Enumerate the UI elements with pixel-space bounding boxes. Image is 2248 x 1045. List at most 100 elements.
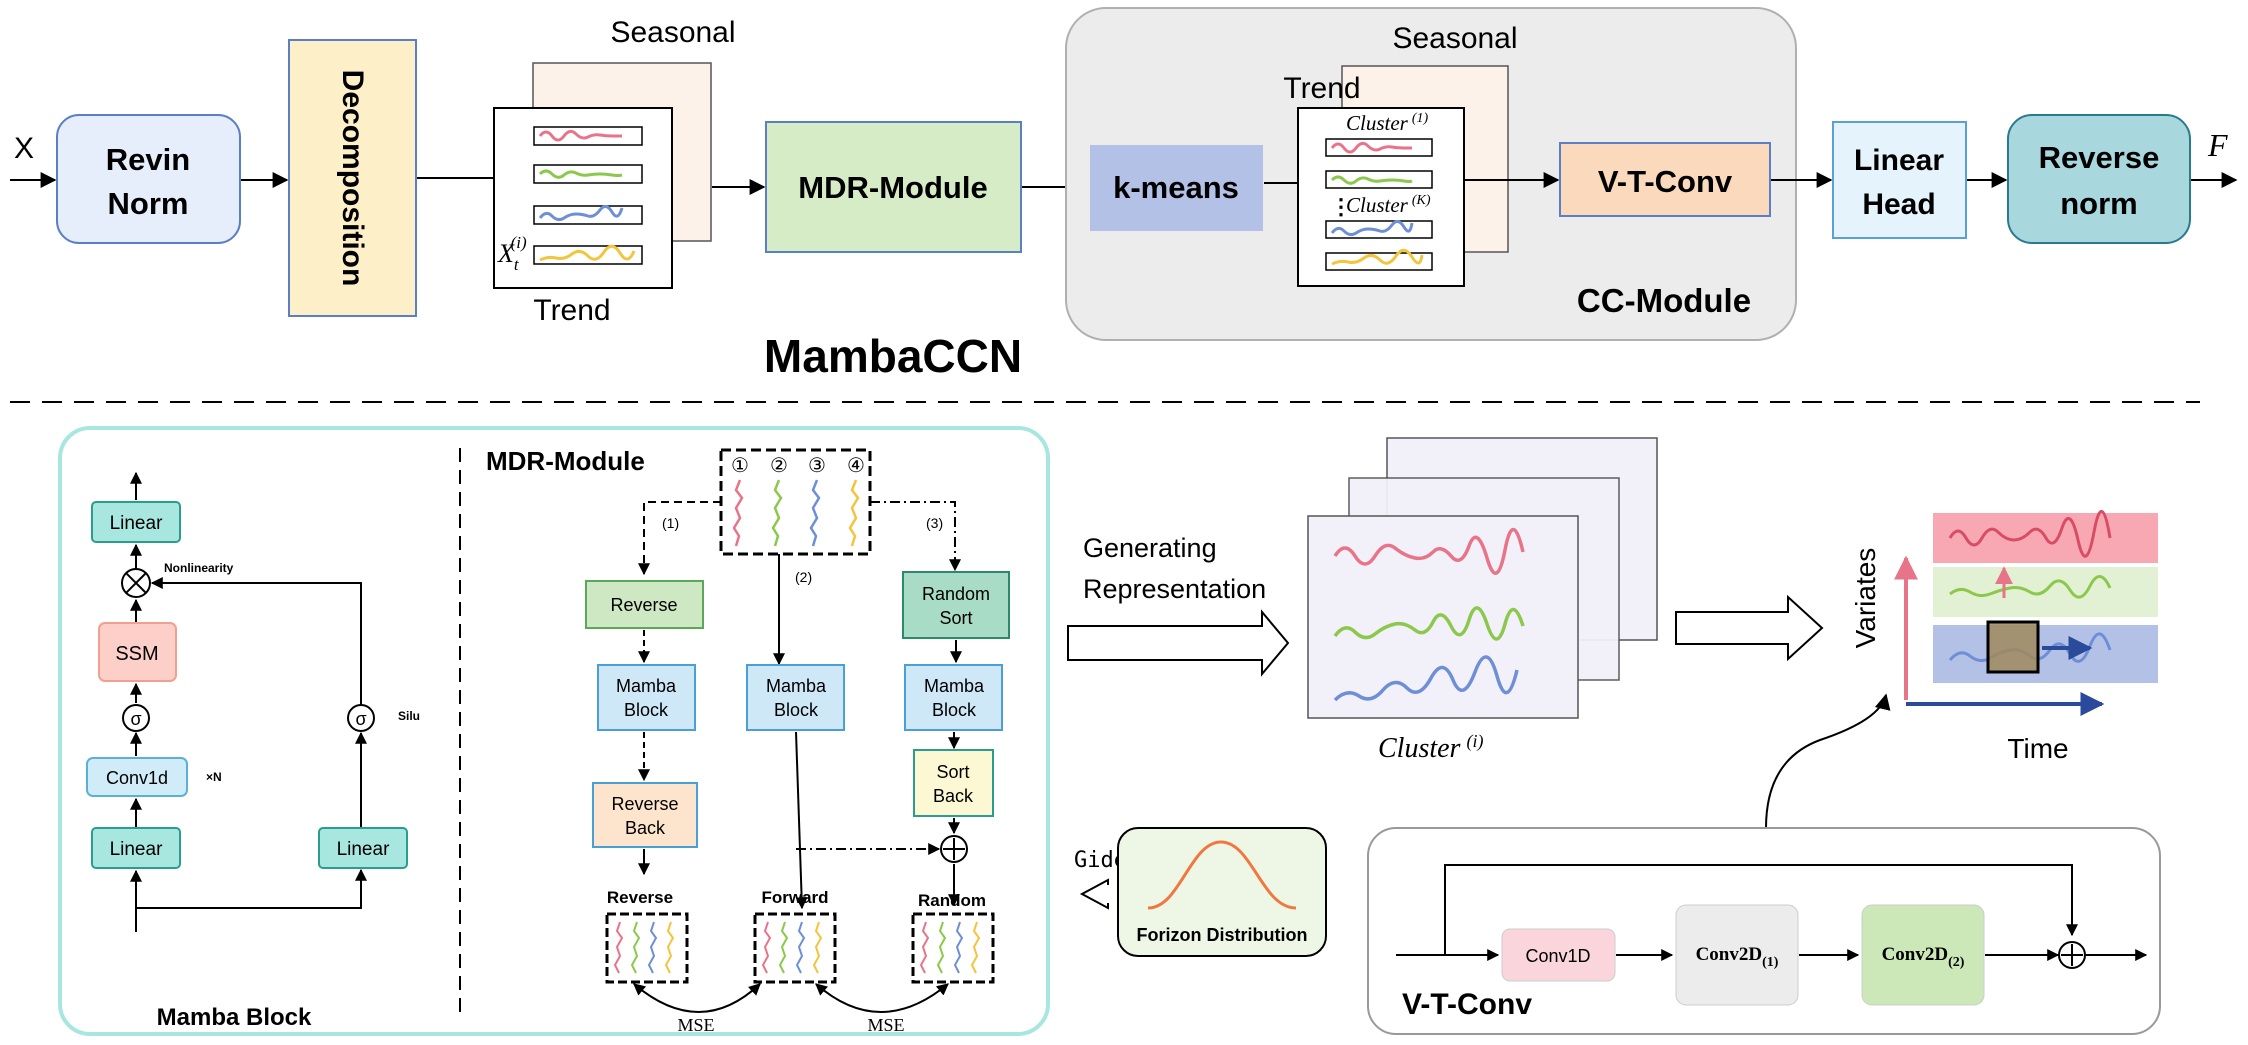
xt-label: Xt(i)	[497, 233, 527, 274]
random-sort-label-2: Sort	[939, 608, 972, 628]
cc-seasonal-label: Seasonal	[1392, 22, 1517, 55]
path-1-label: (1)	[662, 515, 679, 531]
mdr-input-sequences: ① ② ③ ④	[719, 448, 872, 556]
path-2-label: (2)	[795, 569, 812, 585]
gide-hollow-arrow	[1079, 878, 1111, 910]
circle-3: ③	[808, 455, 826, 477]
mdr-module-box[interactable]: MDR-Module	[765, 121, 1022, 253]
mamba-block-reverse[interactable]: Mamba Block	[597, 664, 696, 731]
vt-conv2d-2-box[interactable]: Conv2D(2)	[1861, 904, 1985, 1006]
cluster-ellipsis: ⋮	[1330, 194, 1352, 219]
revin-label: Revin	[106, 142, 190, 177]
vt-conv2d-1-box[interactable]: Conv2D(1)	[1675, 904, 1799, 1006]
reverse-norm-box[interactable]: Reverse norm	[2007, 114, 2191, 244]
ssm-box[interactable]: SSM	[98, 622, 177, 682]
path-3-line	[870, 501, 961, 572]
vt-add-node	[2058, 941, 2086, 969]
sigma-left-node: σ	[122, 704, 150, 732]
mamba-conv1d-box[interactable]: Conv1d	[86, 757, 188, 797]
forward-down-arrow	[795, 731, 808, 910]
multiply-node	[121, 568, 151, 598]
cc-module-label: CC-Module	[1577, 282, 1751, 319]
head-label: Head	[1862, 188, 1935, 221]
out-reverse-label: Reverse	[607, 888, 673, 907]
mamba-linear-right[interactable]: Linear	[318, 827, 408, 869]
mamba-linear-left-label: Linear	[110, 839, 163, 860]
gate-path	[150, 577, 362, 706]
silu-label: Silu	[398, 709, 420, 723]
residual-path	[1444, 864, 2078, 955]
out-random-label: Random	[918, 891, 986, 910]
input-x-label: X	[14, 132, 34, 165]
variate-rows	[1933, 509, 2158, 683]
reverse-label: Reverse	[2039, 140, 2160, 175]
mamba-block-forward[interactable]: Mamba Block	[746, 664, 845, 731]
time-label: Time	[2007, 733, 2068, 764]
reverse-back-l2: Back	[625, 818, 666, 838]
out-forward-seq	[753, 912, 837, 984]
mse-arc-2	[815, 983, 949, 1013]
mamba-conv1d-label: Conv1d	[106, 768, 168, 788]
mamba-block-fwd-l1: Mamba	[766, 676, 827, 696]
revin-norm-box[interactable]: Revin Norm	[56, 114, 241, 244]
circle-2: ②	[770, 455, 788, 477]
vt-conv2d-2-label: Conv2D(2)	[1882, 944, 1965, 970]
mse-label-1: MSE	[677, 1015, 714, 1035]
random-sort-box[interactable]: Random Sort	[902, 571, 1010, 639]
random-sort-label-1: Random	[922, 584, 990, 604]
cc-trend-label: Trend	[1283, 72, 1360, 105]
variates-label: Variates	[1850, 548, 1881, 649]
out-random-seq	[911, 912, 995, 984]
vt-conv1d-box[interactable]: Conv1D	[1501, 928, 1616, 982]
vtconv-up-curve	[1765, 693, 1891, 829]
sigma-left-label: σ	[130, 709, 141, 729]
generating-label-1: Generating	[1083, 533, 1217, 563]
mamba-linear-top[interactable]: Linear	[91, 501, 181, 543]
sort-back-l2: Back	[933, 786, 974, 806]
vt-conv-label: V-T-Conv	[1598, 164, 1733, 199]
vt-conv2d-1-label: Conv2D(1)	[1696, 944, 1779, 970]
out-forward-label: Forward	[761, 888, 828, 907]
gide-arrow-body-fill	[1106, 885, 1112, 903]
mamba-block-fwd-l2: Block	[774, 700, 819, 720]
out-reverse-seq	[605, 912, 689, 984]
mdr-detail-container	[58, 426, 1050, 1036]
cluster-i-label: Cluster(i)	[1378, 731, 1483, 764]
decomposition-box[interactable]: Decomposition	[288, 39, 417, 317]
sort-back-box[interactable]: Sort Back	[913, 749, 994, 817]
generating-label-2: Representation	[1083, 574, 1266, 604]
forizon-distribution-box[interactable]: Forizon Distribution	[1117, 827, 1327, 957]
vt-conv1d-label: Conv1D	[1525, 946, 1590, 966]
reverse-box[interactable]: Reverse	[585, 580, 704, 629]
output-f-label: F	[2207, 127, 2228, 163]
trend-card	[493, 107, 673, 289]
kmeans-box[interactable]: k-means	[1090, 145, 1263, 231]
cluster-card: Cluster(1) ⋮ Cluster(K)	[1297, 107, 1465, 287]
forizon-label: Forizon Distribution	[1137, 925, 1308, 945]
generating-hollow-arrow	[1067, 609, 1290, 677]
ssm-label: SSM	[115, 643, 158, 665]
sigma-right-label: σ	[355, 709, 366, 729]
mamba-linear-top-label: Linear	[110, 513, 163, 534]
mdr-module-label: MDR-Module	[798, 170, 987, 205]
seasonal-label: Seasonal	[610, 16, 735, 49]
mamba-block-rev-l2: Block	[624, 700, 669, 720]
mamba-block-title: Mamba Block	[157, 1004, 312, 1031]
mamba-block-random[interactable]: Mamba Block	[904, 664, 1003, 731]
kmeans-label: k-means	[1113, 170, 1239, 205]
linear-head-box[interactable]: Linear Head	[1832, 121, 1967, 239]
mdr-title: MDR-Module	[486, 446, 645, 476]
sort-back-l1: Sort	[936, 762, 969, 782]
mamba-block-rand-l1: Mamba	[924, 676, 985, 696]
sigma-right-node: σ	[347, 704, 375, 732]
vt-conv-box[interactable]: V-T-Conv	[1559, 142, 1771, 217]
add-node-mdr	[940, 835, 968, 863]
reverse-back-box[interactable]: Reverse Back	[592, 782, 698, 848]
nonlinearity-label: Nonlinearity	[164, 561, 234, 575]
times-n-label: ×N	[206, 770, 222, 784]
mamba-linear-right-label: Linear	[337, 839, 390, 860]
decomposition-label: Decomposition	[336, 70, 369, 287]
mamba-linear-left[interactable]: Linear	[91, 827, 181, 869]
